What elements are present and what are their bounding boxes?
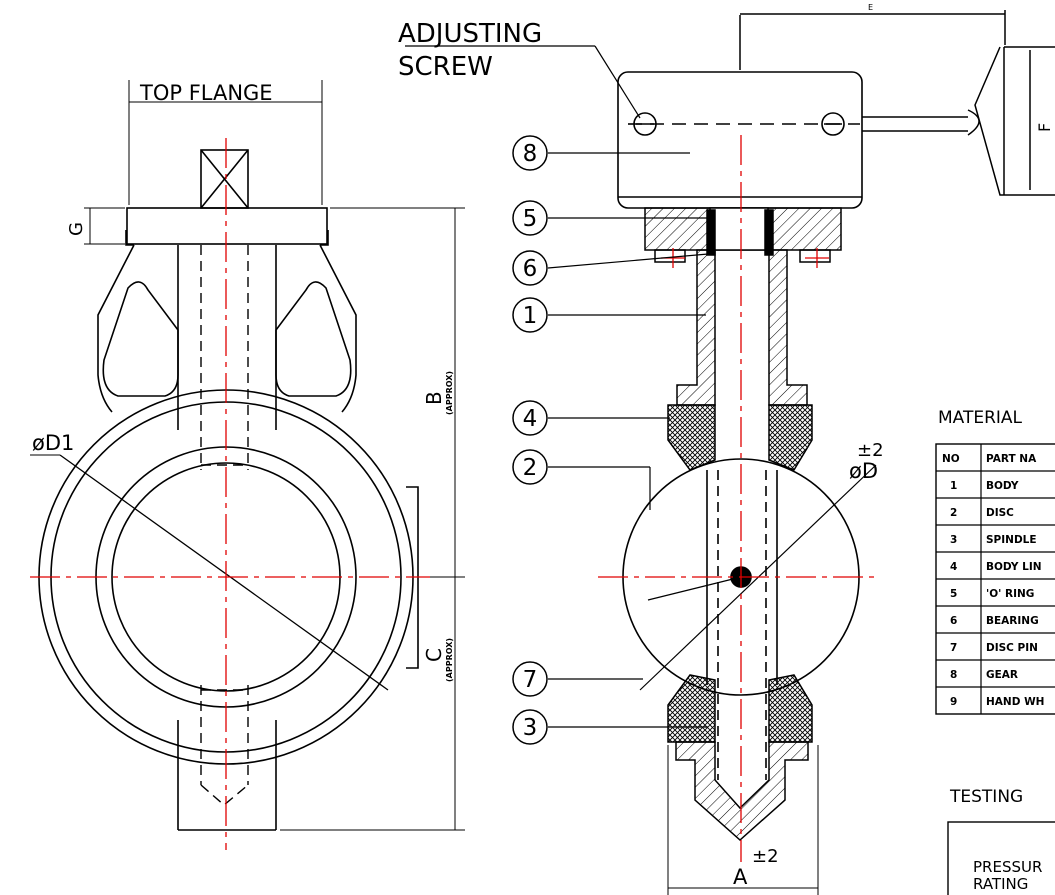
balloon-label: 2: [523, 455, 538, 481]
material-row-no: 4: [950, 561, 957, 573]
balloon-4: 4: [512, 400, 548, 436]
dim-c-label: C: [422, 648, 446, 662]
material-row-part: SPINDLE: [986, 534, 1037, 546]
balloon-7: 7: [512, 661, 548, 697]
material-row-no: 9: [950, 696, 957, 708]
liner-section: [667, 404, 813, 743]
balloon-label: 4: [523, 406, 538, 432]
material-row-part: DISC PIN: [986, 642, 1038, 654]
dim-b-label: B: [422, 391, 446, 405]
gear-box: [617, 71, 863, 209]
material-row-part: GEAR: [986, 669, 1018, 681]
top-flange-plate: [126, 207, 328, 245]
material-row-part: HAND WH: [986, 696, 1044, 708]
balloon-1: 1: [512, 297, 548, 333]
neck-section: [676, 249, 808, 406]
dim-e-label: E: [868, 3, 873, 12]
section-centerlines: [598, 135, 880, 862]
hand-wheel: [739, 10, 1055, 196]
material-header-part: PART NA: [986, 453, 1037, 465]
material-row-part: BEARING: [986, 615, 1039, 627]
body-right-side: [319, 244, 357, 413]
testing-title: TESTING: [949, 787, 1023, 807]
tol-d-label: ±2: [857, 440, 884, 461]
tol-a-label: ±2: [752, 846, 779, 867]
balloon-2: 2: [512, 449, 548, 485]
material-header-no: NO: [942, 453, 960, 465]
testing-box: [947, 821, 1055, 895]
balloon-label: 7: [523, 667, 538, 693]
balloon-label: 5: [523, 206, 538, 232]
balloon-label: 3: [523, 715, 538, 741]
material-row-part: DISC: [986, 507, 1014, 519]
top-flange-section: [644, 207, 842, 263]
testing-line2: RATING: [973, 875, 1028, 893]
material-row-no: 1: [950, 480, 957, 492]
left-window: [102, 281, 179, 397]
balloon-label: 8: [523, 141, 538, 167]
material-row-no: 6: [950, 615, 957, 627]
balloon-leaders: [547, 152, 709, 728]
dim-b-note: (APPROX): [445, 371, 454, 415]
dim-a-lines: [667, 745, 819, 895]
dim-c-note: (APPROX): [445, 638, 454, 682]
right-window: [275, 281, 352, 397]
material-row-no: 8: [950, 669, 957, 681]
front-view-hidden: [200, 245, 249, 806]
body-left-side: [97, 244, 135, 413]
balloon-label: 6: [523, 256, 538, 282]
material-row-no: 3: [950, 534, 957, 546]
material-row-part: BODY LIN: [986, 561, 1042, 573]
dim-d1-label: øD1: [32, 431, 74, 455]
testing-line1: PRESSUR: [973, 858, 1042, 876]
front-view: [38, 149, 419, 831]
balloon-6: 6: [512, 250, 548, 286]
material-row-no: 7: [950, 642, 957, 654]
material-row-part: BODY: [986, 480, 1019, 492]
material-row-no: 2: [950, 507, 957, 519]
top-flange-label: TOP FLANGE: [139, 81, 273, 105]
dim-a-label: A: [733, 865, 748, 889]
balloon-8: 8: [512, 135, 548, 171]
front-view-centerlines: [30, 138, 430, 850]
adjusting-screw-leader: [405, 45, 641, 119]
material-row-no: 5: [950, 588, 957, 600]
dim-d-label: øD: [849, 459, 878, 483]
adjusting-screw-label-1: ADJUSTING: [398, 19, 542, 49]
balloon-3: 3: [512, 709, 548, 745]
stem-square: [200, 149, 249, 209]
disc: [622, 458, 877, 780]
material-row-part: 'O' RING: [986, 588, 1034, 600]
material-table: NO PART NA 1 BODY 2 DISC 3 SPINDLE 4 BODY LIN 5 'O'…: [935, 443, 1055, 715]
bottom-section: [675, 741, 809, 842]
front-view-dims: [30, 80, 465, 831]
dim-f-label: F: [1035, 123, 1054, 132]
balloon-group: 8 5 6 1 4 2 7 3: [512, 135, 548, 745]
adjusting-screw-label-2: SCREW: [398, 52, 493, 82]
material-title: MATERIAL: [938, 408, 1023, 428]
balloon-5: 5: [512, 200, 548, 236]
balloon-label: 1: [523, 303, 538, 329]
dim-g-label: G: [66, 222, 87, 236]
